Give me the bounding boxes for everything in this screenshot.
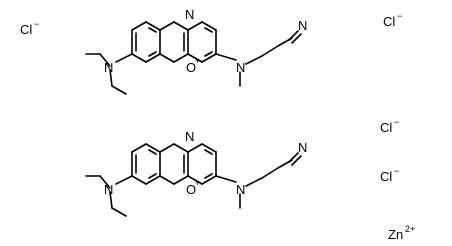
ring-oxygen-bottom: O <box>186 182 196 197</box>
ring-oxygen-charge-top: + <box>195 56 200 66</box>
counter-ions: Cl − Cl − Cl − Cl − Zn 2+ <box>20 11 415 242</box>
chloride-ion-1: Cl <box>20 22 32 37</box>
phenoxazinium-cation-bottom: N O + N N N <box>85 129 307 217</box>
chloride-ion-4: Cl <box>380 169 392 184</box>
chloride-ion-3-charge: − <box>394 117 399 127</box>
bonds-bottom <box>85 143 302 217</box>
chloride-ion-2-charge: − <box>397 11 402 21</box>
ring-nitrogen-top: N <box>185 7 194 22</box>
diethylamino-nitrogen-top: N <box>104 60 113 75</box>
chloride-ion-4-charge: − <box>394 166 399 176</box>
chloride-ion-3: Cl <box>380 120 392 135</box>
chloride-ion-2: Cl <box>383 14 395 29</box>
diethylamino-nitrogen-bottom: N <box>104 182 113 197</box>
methylamino-nitrogen-top: N <box>236 60 245 75</box>
zinc-ion-charge: 2+ <box>405 224 415 234</box>
nitrile-nitrogen-top: N <box>298 18 307 33</box>
methylamino-nitrogen-bottom: N <box>236 182 245 197</box>
nitrile-nitrogen-bottom: N <box>298 140 307 155</box>
zinc-ion: Zn <box>388 227 403 242</box>
ring-oxygen-charge-bottom: + <box>195 178 200 188</box>
chloride-ion-1-charge: − <box>34 19 39 29</box>
bonds-top <box>85 21 302 95</box>
ring-oxygen-top: O <box>186 60 196 75</box>
ring-nitrogen-bottom: N <box>185 129 194 144</box>
phenoxazinium-cation-top: N O + N N N <box>85 7 307 95</box>
